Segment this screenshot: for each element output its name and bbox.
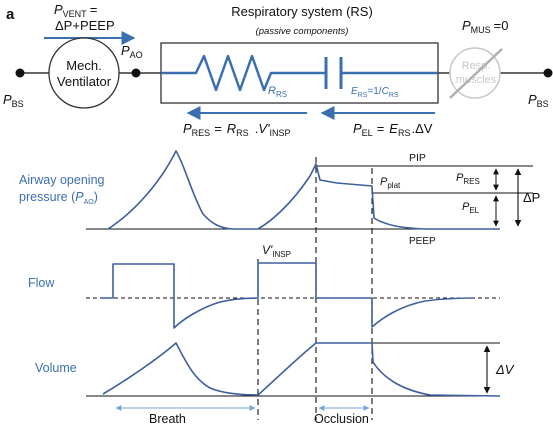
waveforms: Airway opening pressure (PAO) Flow Volum…	[19, 150, 540, 426]
pel-equation: PEL=ERS.ΔV	[353, 121, 433, 138]
pressure-trace	[107, 150, 500, 230]
delta-v-label: ΔV	[495, 362, 515, 377]
flow-trace	[100, 262, 476, 329]
pres-equation: PRES=RRS.V'INSP	[183, 121, 290, 138]
resistor-symbol	[161, 54, 326, 92]
rs-title: Respiratory system (RS)	[231, 4, 373, 19]
muscle-label-2: muscles	[456, 74, 497, 86]
pplat-label: Pplat	[380, 176, 401, 190]
p-vent-label: PVENT=	[54, 2, 97, 19]
p-vent-equation: ΔP+PEEP	[55, 18, 115, 33]
e-rs-label: ERS=1/CRS	[351, 86, 399, 99]
pip-label: PIP	[409, 152, 426, 164]
p-bs-right-label: PBS	[528, 92, 549, 109]
panel-label: a	[6, 6, 15, 23]
p-mus-label: PMUS=0	[462, 18, 509, 35]
delta-p-label: ΔP	[523, 190, 540, 205]
volume-trace	[102, 342, 501, 397]
rs-subtitle: (passive components)	[256, 26, 349, 37]
pres-label: PRES	[456, 172, 480, 186]
node-bs-right	[543, 68, 553, 78]
breath-label: Breath	[149, 412, 186, 426]
ventilator-label-2: Ventilator	[57, 74, 112, 89]
ventilator-label-1: Mech.	[66, 58, 101, 73]
node-bs-left	[15, 68, 25, 78]
node-ao	[131, 68, 141, 78]
r-rs-label: RRS	[268, 85, 287, 99]
ventilator-circle	[48, 37, 120, 109]
p-ao-label: PAO	[121, 43, 143, 60]
p-bs-left-label: PBS	[3, 92, 24, 109]
muscle-strike	[449, 48, 503, 99]
occlusion-label: Occlusion	[314, 412, 369, 426]
airway-label-2: pressure (PAO)	[19, 190, 98, 206]
flow-label: Flow	[28, 276, 55, 290]
muscle-label-1: Resp.	[462, 60, 491, 72]
vinsp-label: V'INSP	[262, 243, 291, 259]
volume-label: Volume	[35, 361, 77, 375]
pel-label: PEL	[462, 201, 480, 215]
circuit-diagram: a PVENT= ΔP+PEEP PBS PAO PBS Mech. Venti…	[3, 2, 553, 138]
airway-label-1: Airway opening	[19, 173, 105, 187]
peep-label: PEEP	[409, 236, 436, 247]
